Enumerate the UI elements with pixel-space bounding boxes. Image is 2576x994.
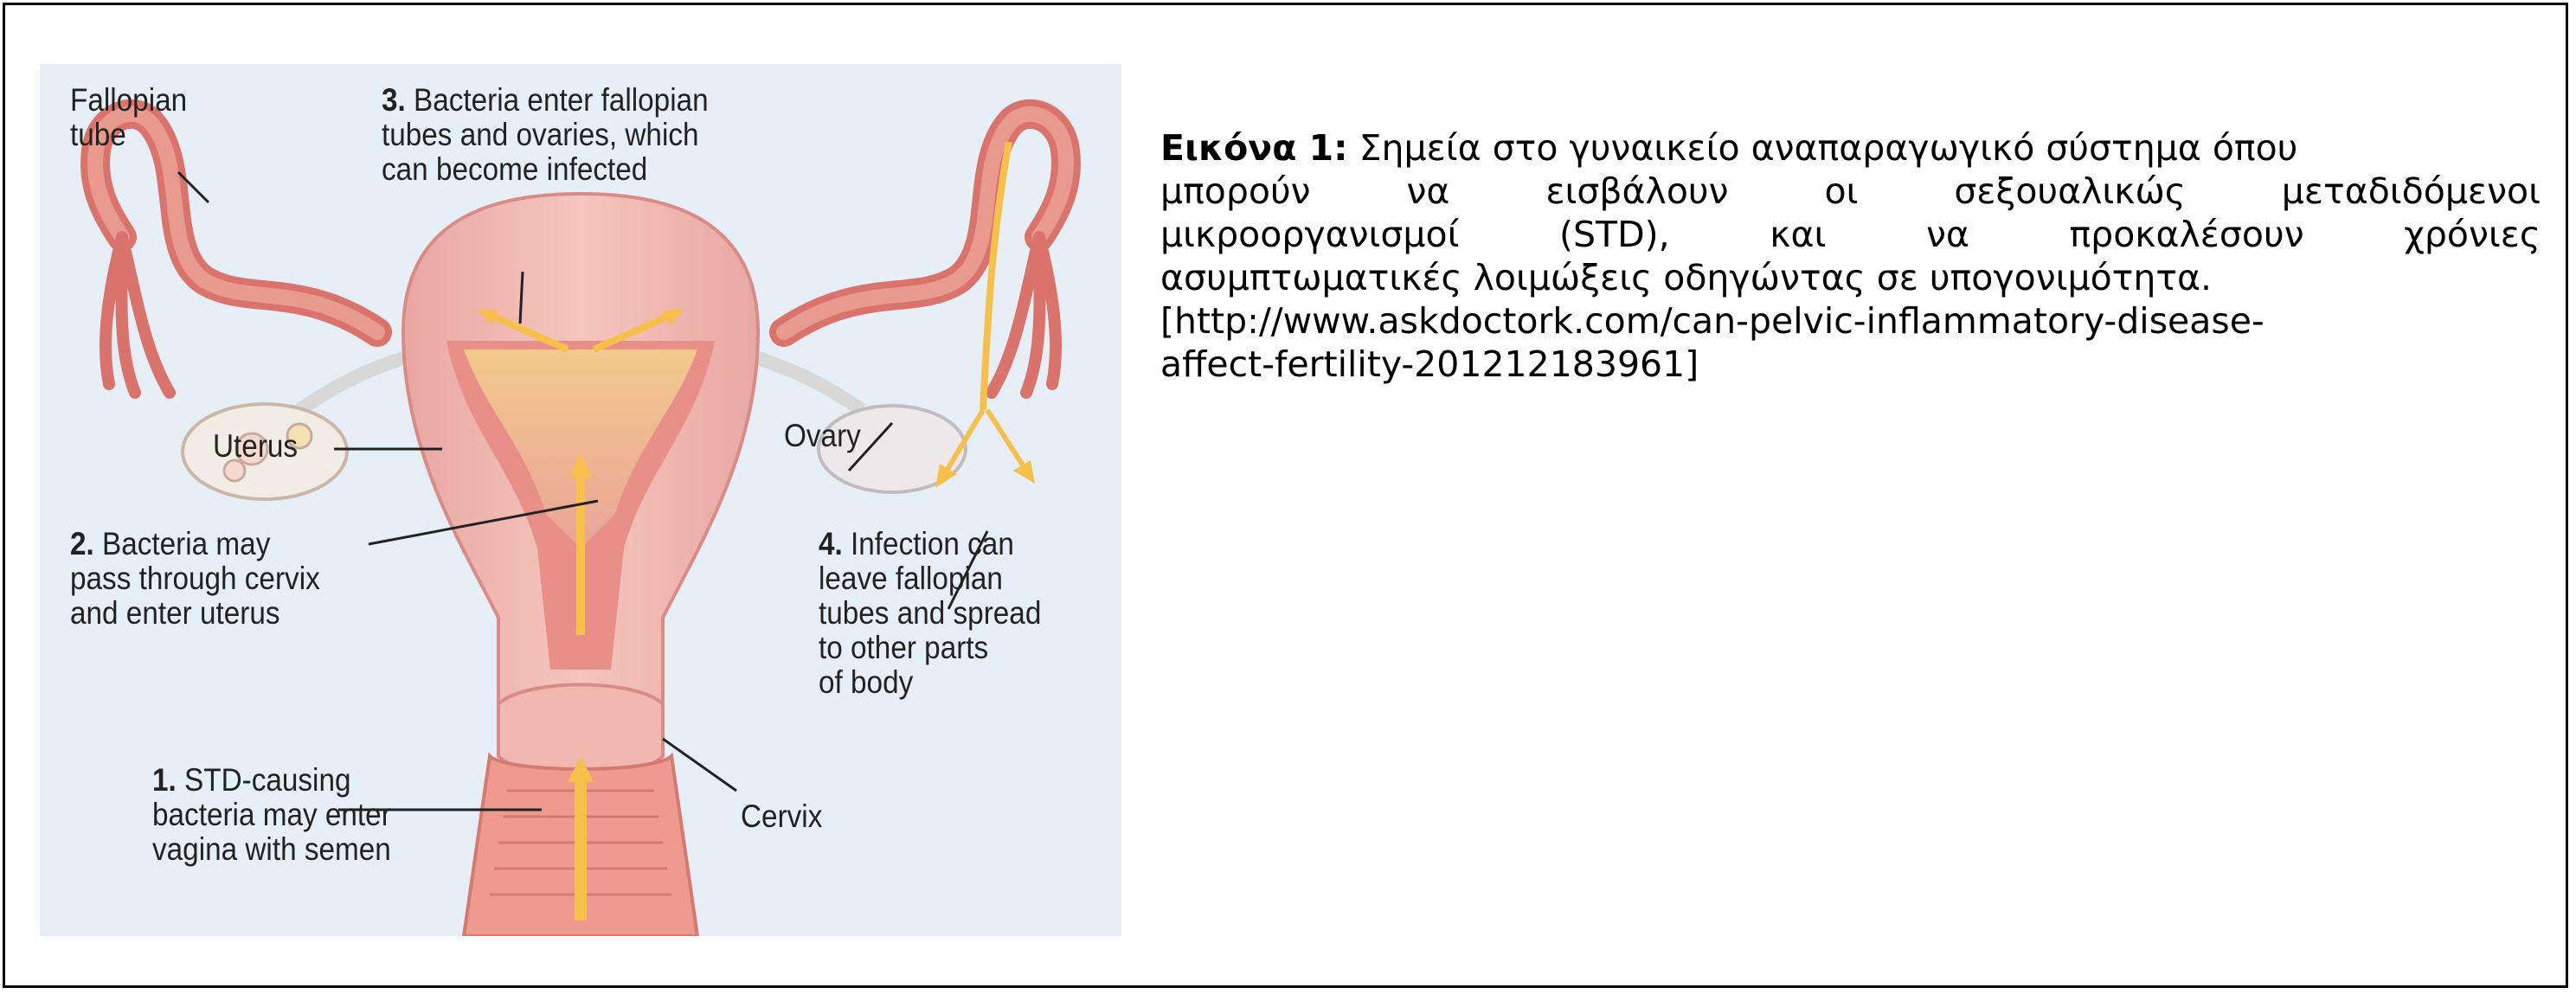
step-3-number: 3. [382, 82, 406, 118]
label-step-3: 3. Bacteria enter fallopian tubes and ov… [382, 83, 709, 187]
figure-caption: Εικόνα 1: Σημεία στο γυναικείο αναπαραγω… [1160, 126, 2541, 386]
caption-word: προκαλέσουν [2070, 213, 2304, 256]
caption-word: μικροοργανισμοί [1160, 213, 1459, 256]
label-uterus: Uterus [213, 429, 298, 464]
caption-word: μεταδιδόμενοι [2282, 170, 2541, 213]
label-step-1: 1. STD-causing bacteria may enter vagina… [152, 763, 391, 867]
step-1-text: STD-causing bacteria may enter vagina wi… [152, 762, 391, 867]
step-1-number: 1. [152, 762, 177, 798]
caption-word: σεξουαλικώς [1954, 170, 2186, 213]
caption-line-2: μπορούν να εισβάλουν οι σεξουαλικώς μετα… [1160, 170, 2541, 213]
step-2-text: Bacteria may pass through cervix and ent… [70, 526, 320, 631]
caption-source-url: [http://www.askdoctork.com/can-pelvic-in… [1160, 299, 2541, 343]
caption-line-1: Εικόνα 1: Σημεία στο γυναικείο αναπαραγω… [1160, 126, 2541, 170]
label-fallopian-tube: Fallopian tube [70, 83, 187, 152]
step-4-text: Infection can leave fallopian tubes and … [819, 526, 1041, 700]
anatomy-figure: Fallopian tube 3. Bacteria enter fallopi… [40, 64, 1121, 936]
caption-word: εισβάλουν [1545, 170, 1728, 213]
caption-word: μπορούν [1160, 170, 1311, 213]
ovary-text: Ovary [784, 418, 861, 453]
caption-word: να [1926, 213, 1969, 256]
caption-word: και [1770, 213, 1826, 256]
caption-source-url-end: affect-fertility-201212183961] [1160, 343, 2541, 386]
caption-line-3: μικροοργανισμοί (STD), και να προκαλέσου… [1160, 213, 2541, 256]
cervix-text: Cervix [741, 798, 822, 834]
label-step-4: 4. Infection can leave fallopian tubes a… [819, 527, 1041, 700]
page-frame: Fallopian tube 3. Bacteria enter fallopi… [3, 3, 2568, 988]
caption-line-1-text: Σημεία στο γυναικείο αναπαραγωγικό σύστη… [1359, 127, 2298, 169]
step-4-number: 4. [819, 526, 843, 561]
caption-title: Εικόνα 1: [1160, 127, 1348, 169]
step-3-text: Bacteria enter fallopian tubes and ovari… [382, 82, 709, 187]
caption-word: να [1407, 170, 1450, 213]
label-cervix: Cervix [741, 799, 822, 834]
fallopian-tube-text: Fallopian tube [70, 82, 187, 152]
caption-word: οι [1824, 170, 1858, 213]
caption-line-4: ασυμπτωματικές λοιμώξεις οδηγώντας σε υπ… [1160, 256, 2541, 299]
label-step-2: 2. Bacteria may pass through cervix and … [70, 527, 320, 631]
caption-word: (STD), [1559, 213, 1670, 256]
step-2-number: 2. [70, 526, 94, 561]
label-ovary: Ovary [784, 419, 861, 453]
uterus-text: Uterus [213, 428, 298, 464]
caption-word: χρόνιες [2404, 213, 2541, 256]
